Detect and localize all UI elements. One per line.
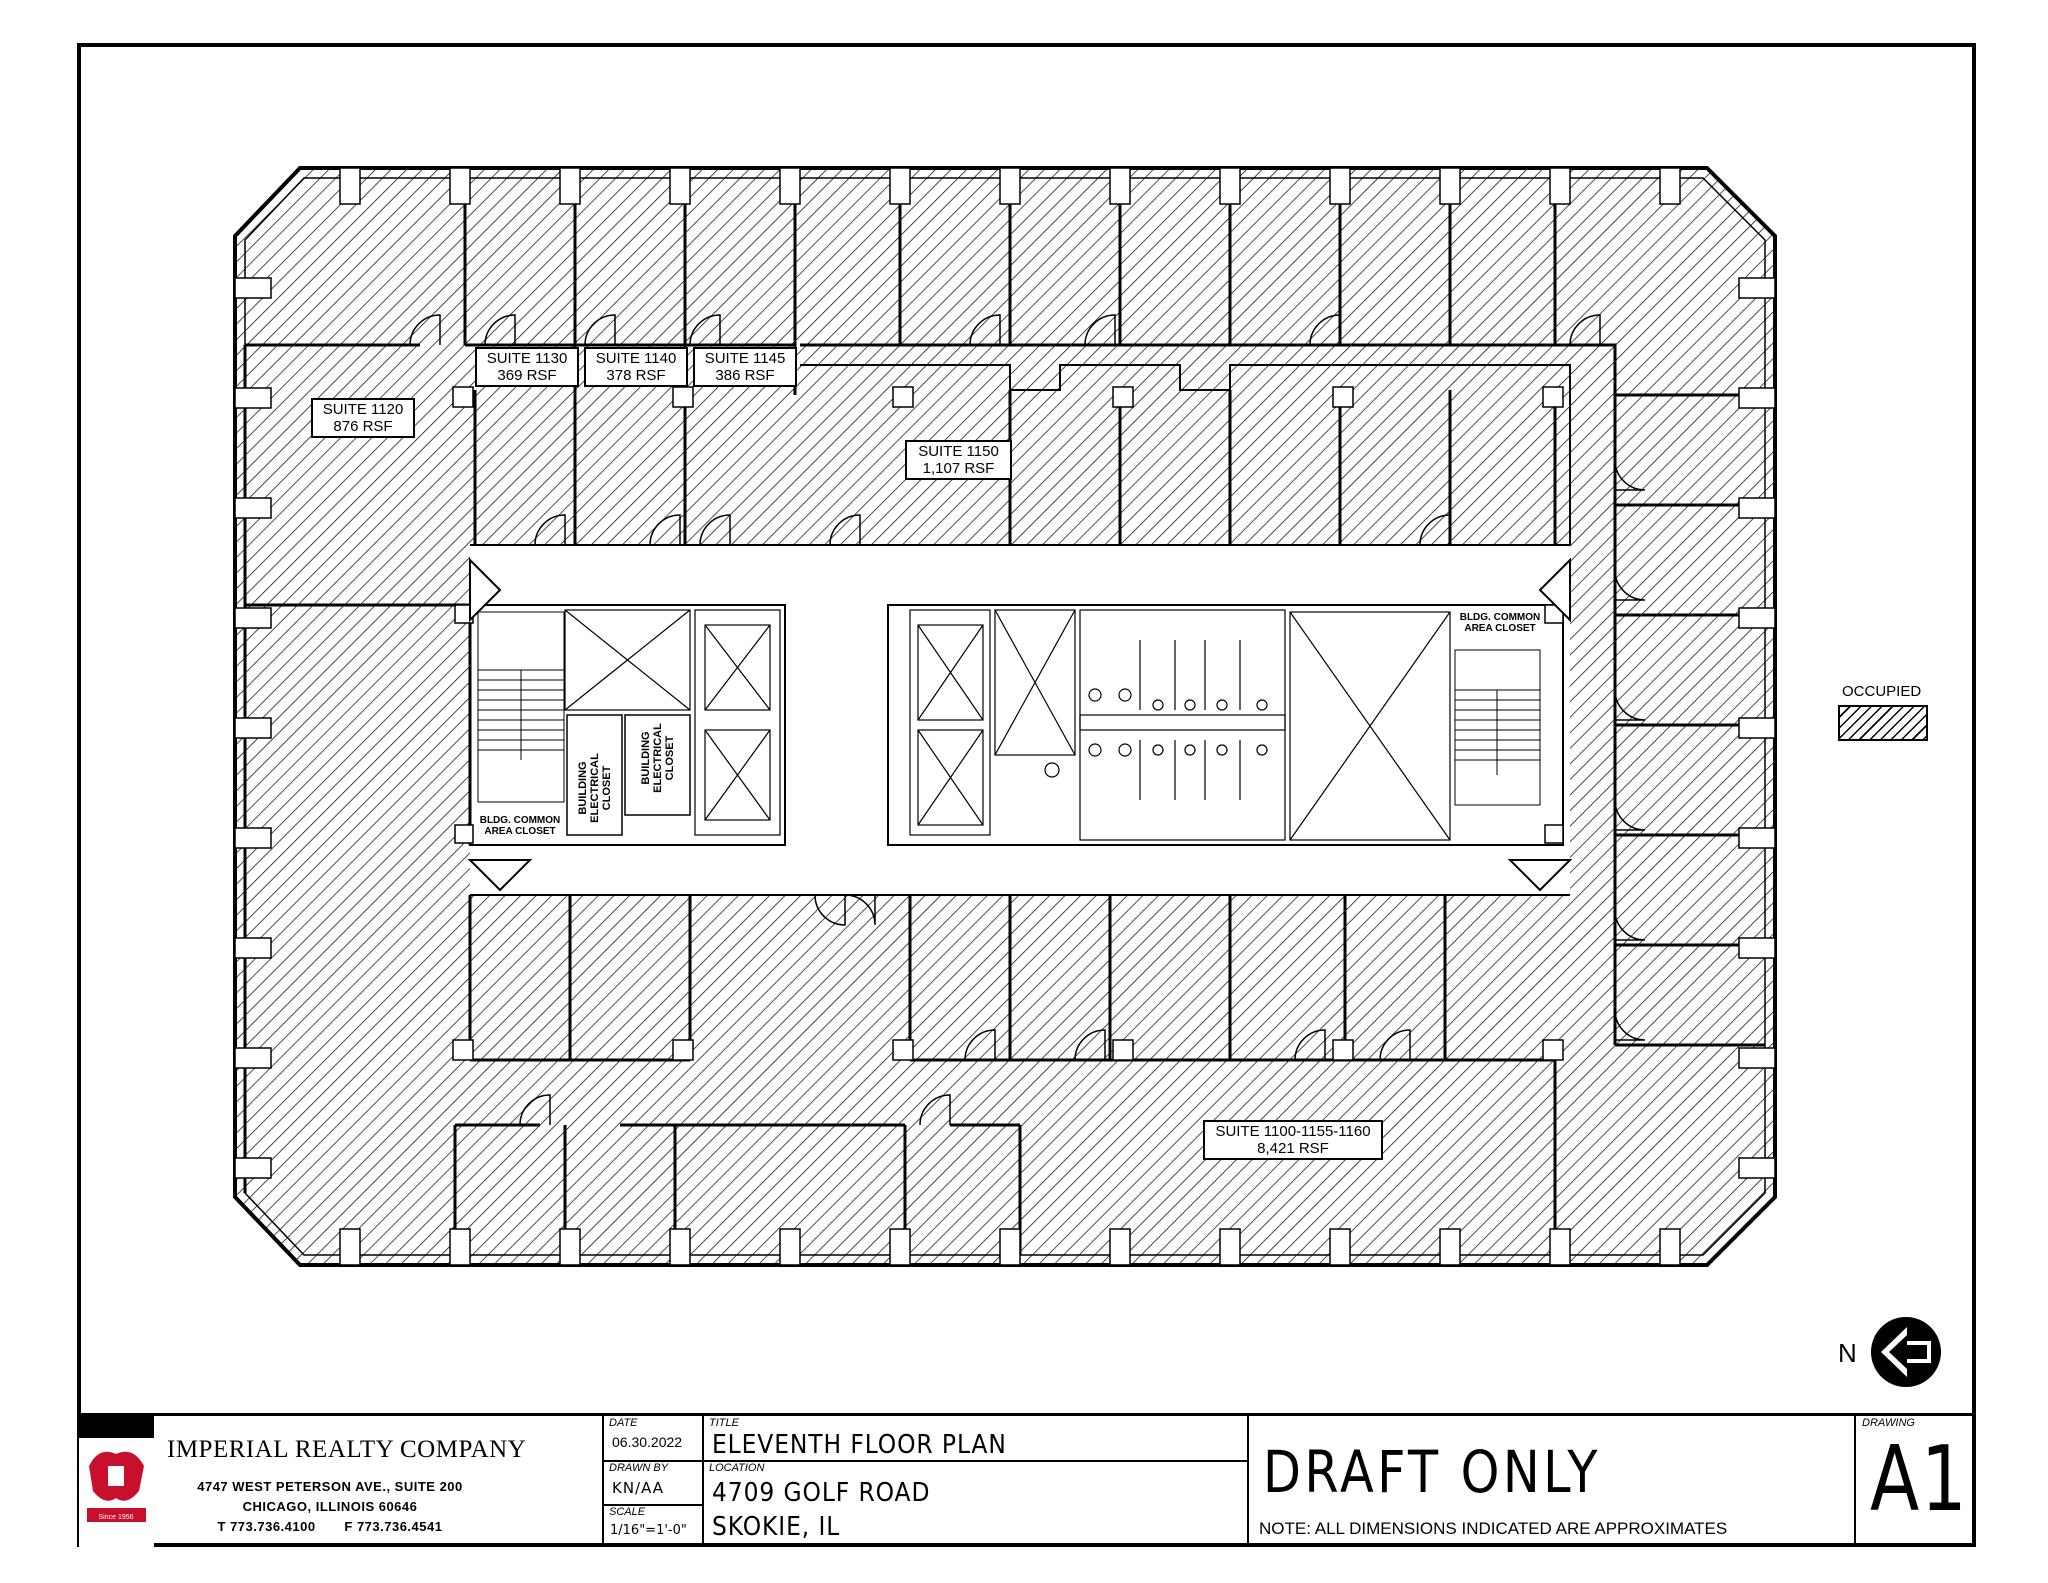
company-address-1: 4747 WEST PETERSON AVE., SUITE 200	[197, 1479, 463, 1494]
company-name: IMPERIAL REALTY COMPANY	[167, 1436, 527, 1463]
status-cell: DRAFT ONLY NOTE: ALL DIMENSIONS INDICATE…	[1249, 1416, 1856, 1547]
draft-status: DRAFT ONLY	[1263, 1438, 1601, 1506]
suite-name: SUITE 1150	[918, 443, 999, 460]
title-label: TITLE	[709, 1417, 739, 1429]
stairs-right	[1454, 649, 1541, 806]
north-label: N	[1838, 1338, 1857, 1368]
company-cell: Since 1956 IMPERIAL REALTY COMPANY 4747 …	[77, 1416, 604, 1547]
date-value: 06.30.2022	[612, 1434, 683, 1450]
suite-name: SUITE 1140	[595, 350, 677, 367]
suite-label-1150: SUITE 1150 1,107 RSF	[905, 440, 1012, 480]
title-value: ELEVENTH FLOOR PLAN	[712, 1430, 1007, 1460]
restrooms	[1044, 609, 1286, 841]
suite-area: 378 RSF	[606, 367, 666, 384]
corridor-north-outline	[800, 364, 1571, 545]
stairs-left	[477, 611, 565, 803]
title-block: Since 1956 IMPERIAL REALTY COMPANY 4747 …	[77, 1413, 1976, 1547]
perimeter-piers	[234, 167, 1776, 1266]
scale-value: 1/16"=1'-0"	[610, 1523, 687, 1538]
suite-name: SUITE 1130	[486, 350, 568, 367]
corridor-entries	[467, 557, 1573, 892]
suite-area: 876 RSF	[333, 418, 393, 435]
suite-label-1140: SUITE 1140 378 RSF	[584, 347, 688, 387]
company-fax: F 773.736.4541	[344, 1519, 443, 1534]
drawing-number: A1	[1870, 1427, 1969, 1532]
suite-label-1100: SUITE 1100-1155-1160 8,421 RSF	[1203, 1120, 1383, 1160]
suite-label-1120: SUITE 1120 876 RSF	[311, 398, 415, 438]
closet-label-electrical-1: BUILDING ELECTRICAL CLOSET	[577, 753, 613, 823]
suite-name: SUITE 1100-1155-1160	[1215, 1123, 1371, 1140]
scale-label: SCALE	[609, 1506, 646, 1518]
company-address-2: CHICAGO, ILLINOIS 60646	[242, 1499, 418, 1514]
drawing-label: DRAWING	[1862, 1417, 1915, 1429]
suite-area: 386 RSF	[715, 367, 775, 384]
closet-label-common-left: BLDG. COMMON AREA CLOSET	[478, 815, 562, 837]
title-cell: TITLE ELEVENTH FLOOR PLAN LOCATION 4709 …	[704, 1416, 1249, 1547]
interior-columns	[452, 386, 1564, 1061]
location-line-1: 4709 GOLF ROAD	[712, 1478, 931, 1508]
drawn-by-value: KN/AA	[612, 1479, 665, 1497]
meta-cell: DATE 06.30.2022 DRAWN BY KN/AA SCALE 1/1…	[604, 1416, 704, 1547]
company-logo-icon: Since 1956	[79, 1416, 154, 1547]
company-phone-fax: T 773.736.4100 F 773.736.4541	[165, 1519, 495, 1534]
suite-name: SUITE 1145	[704, 350, 786, 367]
legend-label: OCCUPIED	[1842, 683, 1922, 700]
date-label: DATE	[609, 1417, 638, 1429]
suite-name: SUITE 1120	[322, 401, 404, 418]
closet-label-common-right: BLDG. COMMON AREA CLOSET	[1458, 612, 1542, 634]
suite-area: 369 RSF	[497, 367, 557, 384]
suite-label-1145: SUITE 1145 386 RSF	[693, 347, 797, 387]
location-label: LOCATION	[709, 1462, 765, 1474]
suite-area: 8,421 RSF	[1257, 1140, 1329, 1157]
company-phone: T 773.736.4100	[217, 1519, 316, 1534]
drawing-cell: DRAWING A1	[1856, 1416, 1972, 1547]
drawn-by-label: DRAWN BY	[609, 1462, 669, 1474]
legend-occupied-swatch	[1838, 705, 1928, 741]
north-arrow-icon	[1871, 1317, 1941, 1387]
suite-label-1130: SUITE 1130 369 RSF	[475, 347, 579, 387]
elevators-left	[564, 609, 781, 836]
elevators-right	[909, 609, 1451, 841]
drawing-frame	[77, 43, 1976, 1547]
dimensions-note: NOTE: ALL DIMENSIONS INDICATED ARE APPRO…	[1259, 1519, 1728, 1538]
closet-label-electrical-2: BUILDING ELECTRICAL CLOSET	[640, 723, 676, 793]
door-swings	[409, 314, 1646, 1126]
location-line-2: SKOKIE, IL	[712, 1512, 841, 1542]
suite-area: 1,107 RSF	[922, 460, 995, 477]
logo-text: Since 1956	[98, 1514, 133, 1521]
